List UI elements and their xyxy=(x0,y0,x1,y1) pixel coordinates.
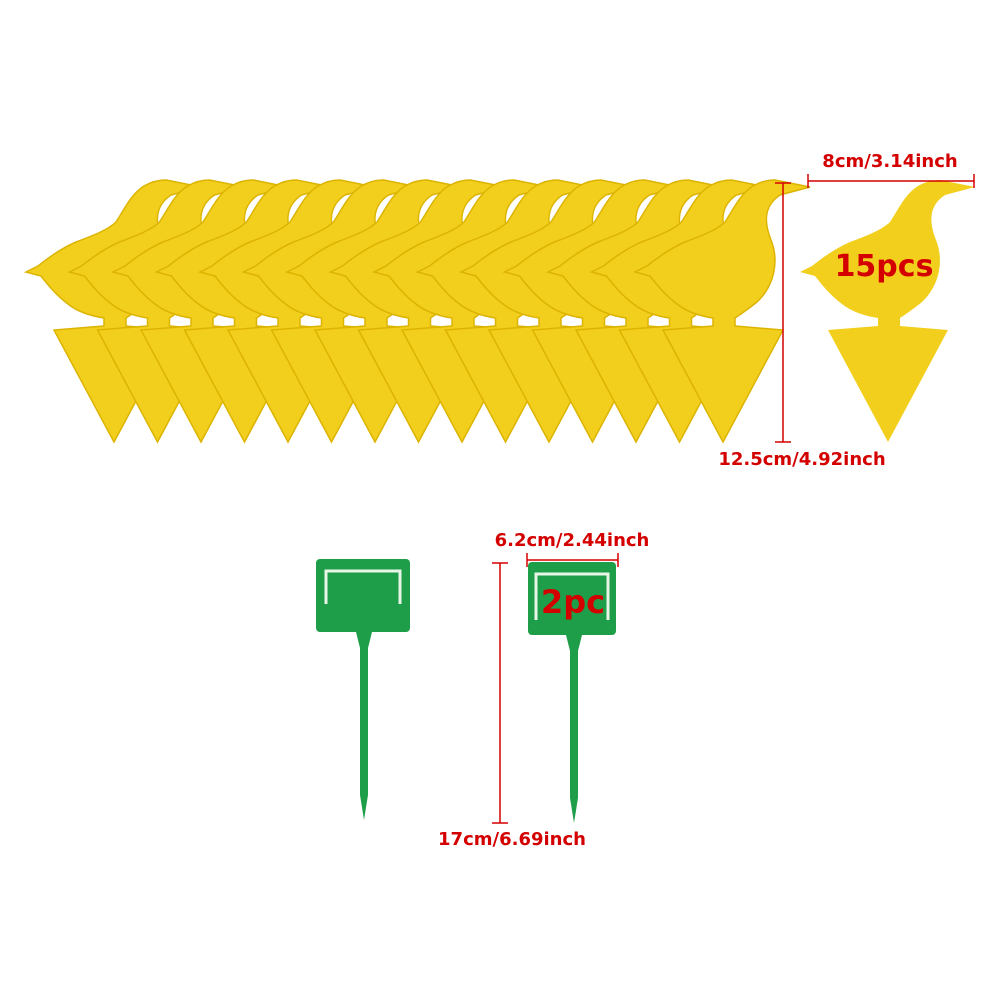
trap-width-label: 8cm/3.14inch xyxy=(822,151,957,172)
plant-label-stake-icon xyxy=(316,559,410,820)
trap-height-label: 12.5cm/4.92inch xyxy=(718,449,885,470)
trap-height-dimension xyxy=(775,182,791,443)
bird-shaped-sticky-trap-icon xyxy=(800,180,975,442)
stake-width-label: 6.2cm/2.44inch xyxy=(495,530,650,551)
yellow-trap-stack xyxy=(25,179,811,443)
trap-width-dimension xyxy=(807,174,975,188)
stake-count-label: 2pc xyxy=(541,583,605,621)
stake-height-label: 17cm/6.69inch xyxy=(438,829,586,850)
stake-height-dimension xyxy=(492,562,508,824)
plant-label-stake-icon xyxy=(528,562,616,823)
trap-count-label: 15pcs xyxy=(835,249,934,284)
stake-width-dimension xyxy=(526,553,619,567)
